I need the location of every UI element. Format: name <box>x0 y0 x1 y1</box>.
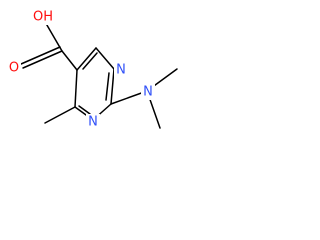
atom-nitrogen-ring-1: N <box>116 63 126 78</box>
bonds <box>20 19 178 129</box>
bond-c6-n1 <box>95 47 115 70</box>
atom-nitrogen-dimethylamino: N <box>143 85 153 100</box>
atom-oxygen-hydroxyl: OH <box>33 10 53 25</box>
bond-c-o-double-b <box>20 46 61 65</box>
chemical-structure: OH O N N N <box>7 9 178 130</box>
bond-c-oh <box>43 19 63 52</box>
atom-nitrogen-ring-3: N <box>88 115 98 130</box>
bond-c4-c5 <box>74 69 78 108</box>
bond-c5-c6-inner <box>82 52 98 70</box>
bond-c-o-double-a <box>22 50 63 69</box>
atom-oxygen-carbonyl: O <box>9 61 19 76</box>
bond-c4-methyl <box>44 106 76 124</box>
bond-n1-c2-inner <box>105 72 110 101</box>
bond-c5-c6 <box>76 47 97 71</box>
bond-n3-c4-inner <box>78 105 91 115</box>
bond-c-c5 <box>61 50 78 71</box>
atom-labels: OH O N N N <box>7 9 155 130</box>
bond-n1-c2 <box>110 68 115 105</box>
